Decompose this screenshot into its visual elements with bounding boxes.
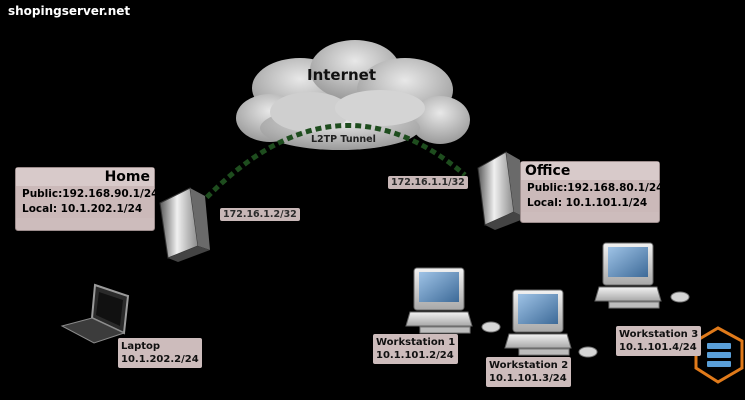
laptop-name: Laptop	[121, 341, 161, 352]
workstation-1-icon	[405, 267, 501, 334]
workstation-2-label: Workstation 2 10.1.101.3/24	[486, 357, 572, 387]
office-info-box: Office Public:192.168.80.1/24 Local: 10.…	[520, 161, 664, 223]
workstation-3-label: Workstation 3 10.1.101.4/24	[616, 326, 702, 356]
workstation-2-name: Workstation 2	[489, 360, 569, 371]
workstation-2-ip: 10.1.101.3/24	[489, 373, 567, 384]
office-router-icon	[477, 151, 526, 230]
site-watermark: shopingserver.net	[8, 4, 131, 18]
workstation-1-name: Workstation 1	[376, 337, 456, 348]
l2tp-tunnel-arc	[191, 122, 467, 214]
home-tunnel-ip: 172.16.1.2/32	[220, 208, 300, 221]
laptop-label: Laptop 10.1.202.2/24	[118, 338, 202, 368]
office-public-ip: Public:192.168.80.1/24	[527, 182, 664, 194]
home-local-ip: Local: 10.1.202.1/24	[22, 203, 143, 215]
home-title: Home	[16, 168, 154, 186]
workstation-1-label: Workstation 1 10.1.101.2/24	[373, 334, 459, 364]
office-tunnel-ip: 172.16.1.1/32	[388, 176, 468, 189]
workstation-3-name: Workstation 3	[619, 329, 699, 340]
home-router-icon	[159, 187, 210, 262]
home-info-box: Home Public:192.168.90.1/24 Local: 10.1.…	[15, 167, 159, 231]
workstation-1-ip: 10.1.101.2/24	[376, 350, 454, 361]
office-title: Office	[521, 162, 659, 180]
internet-cloud	[236, 40, 470, 150]
home-public-ip: Public:192.168.90.1/24	[22, 188, 159, 200]
laptop-icon	[60, 283, 130, 344]
workstation-2-icon	[504, 289, 598, 358]
internet-label: Internet	[307, 66, 377, 84]
workstation-3-icon	[594, 242, 690, 309]
workstation-3-ip: 10.1.101.4/24	[619, 342, 697, 353]
tunnel-label: L2TP Tunnel	[311, 134, 376, 145]
office-local-ip: Local: 10.1.101.1/24	[527, 197, 648, 209]
laptop-ip: 10.1.202.2/24	[121, 354, 199, 365]
server-logo-icon	[694, 326, 744, 384]
